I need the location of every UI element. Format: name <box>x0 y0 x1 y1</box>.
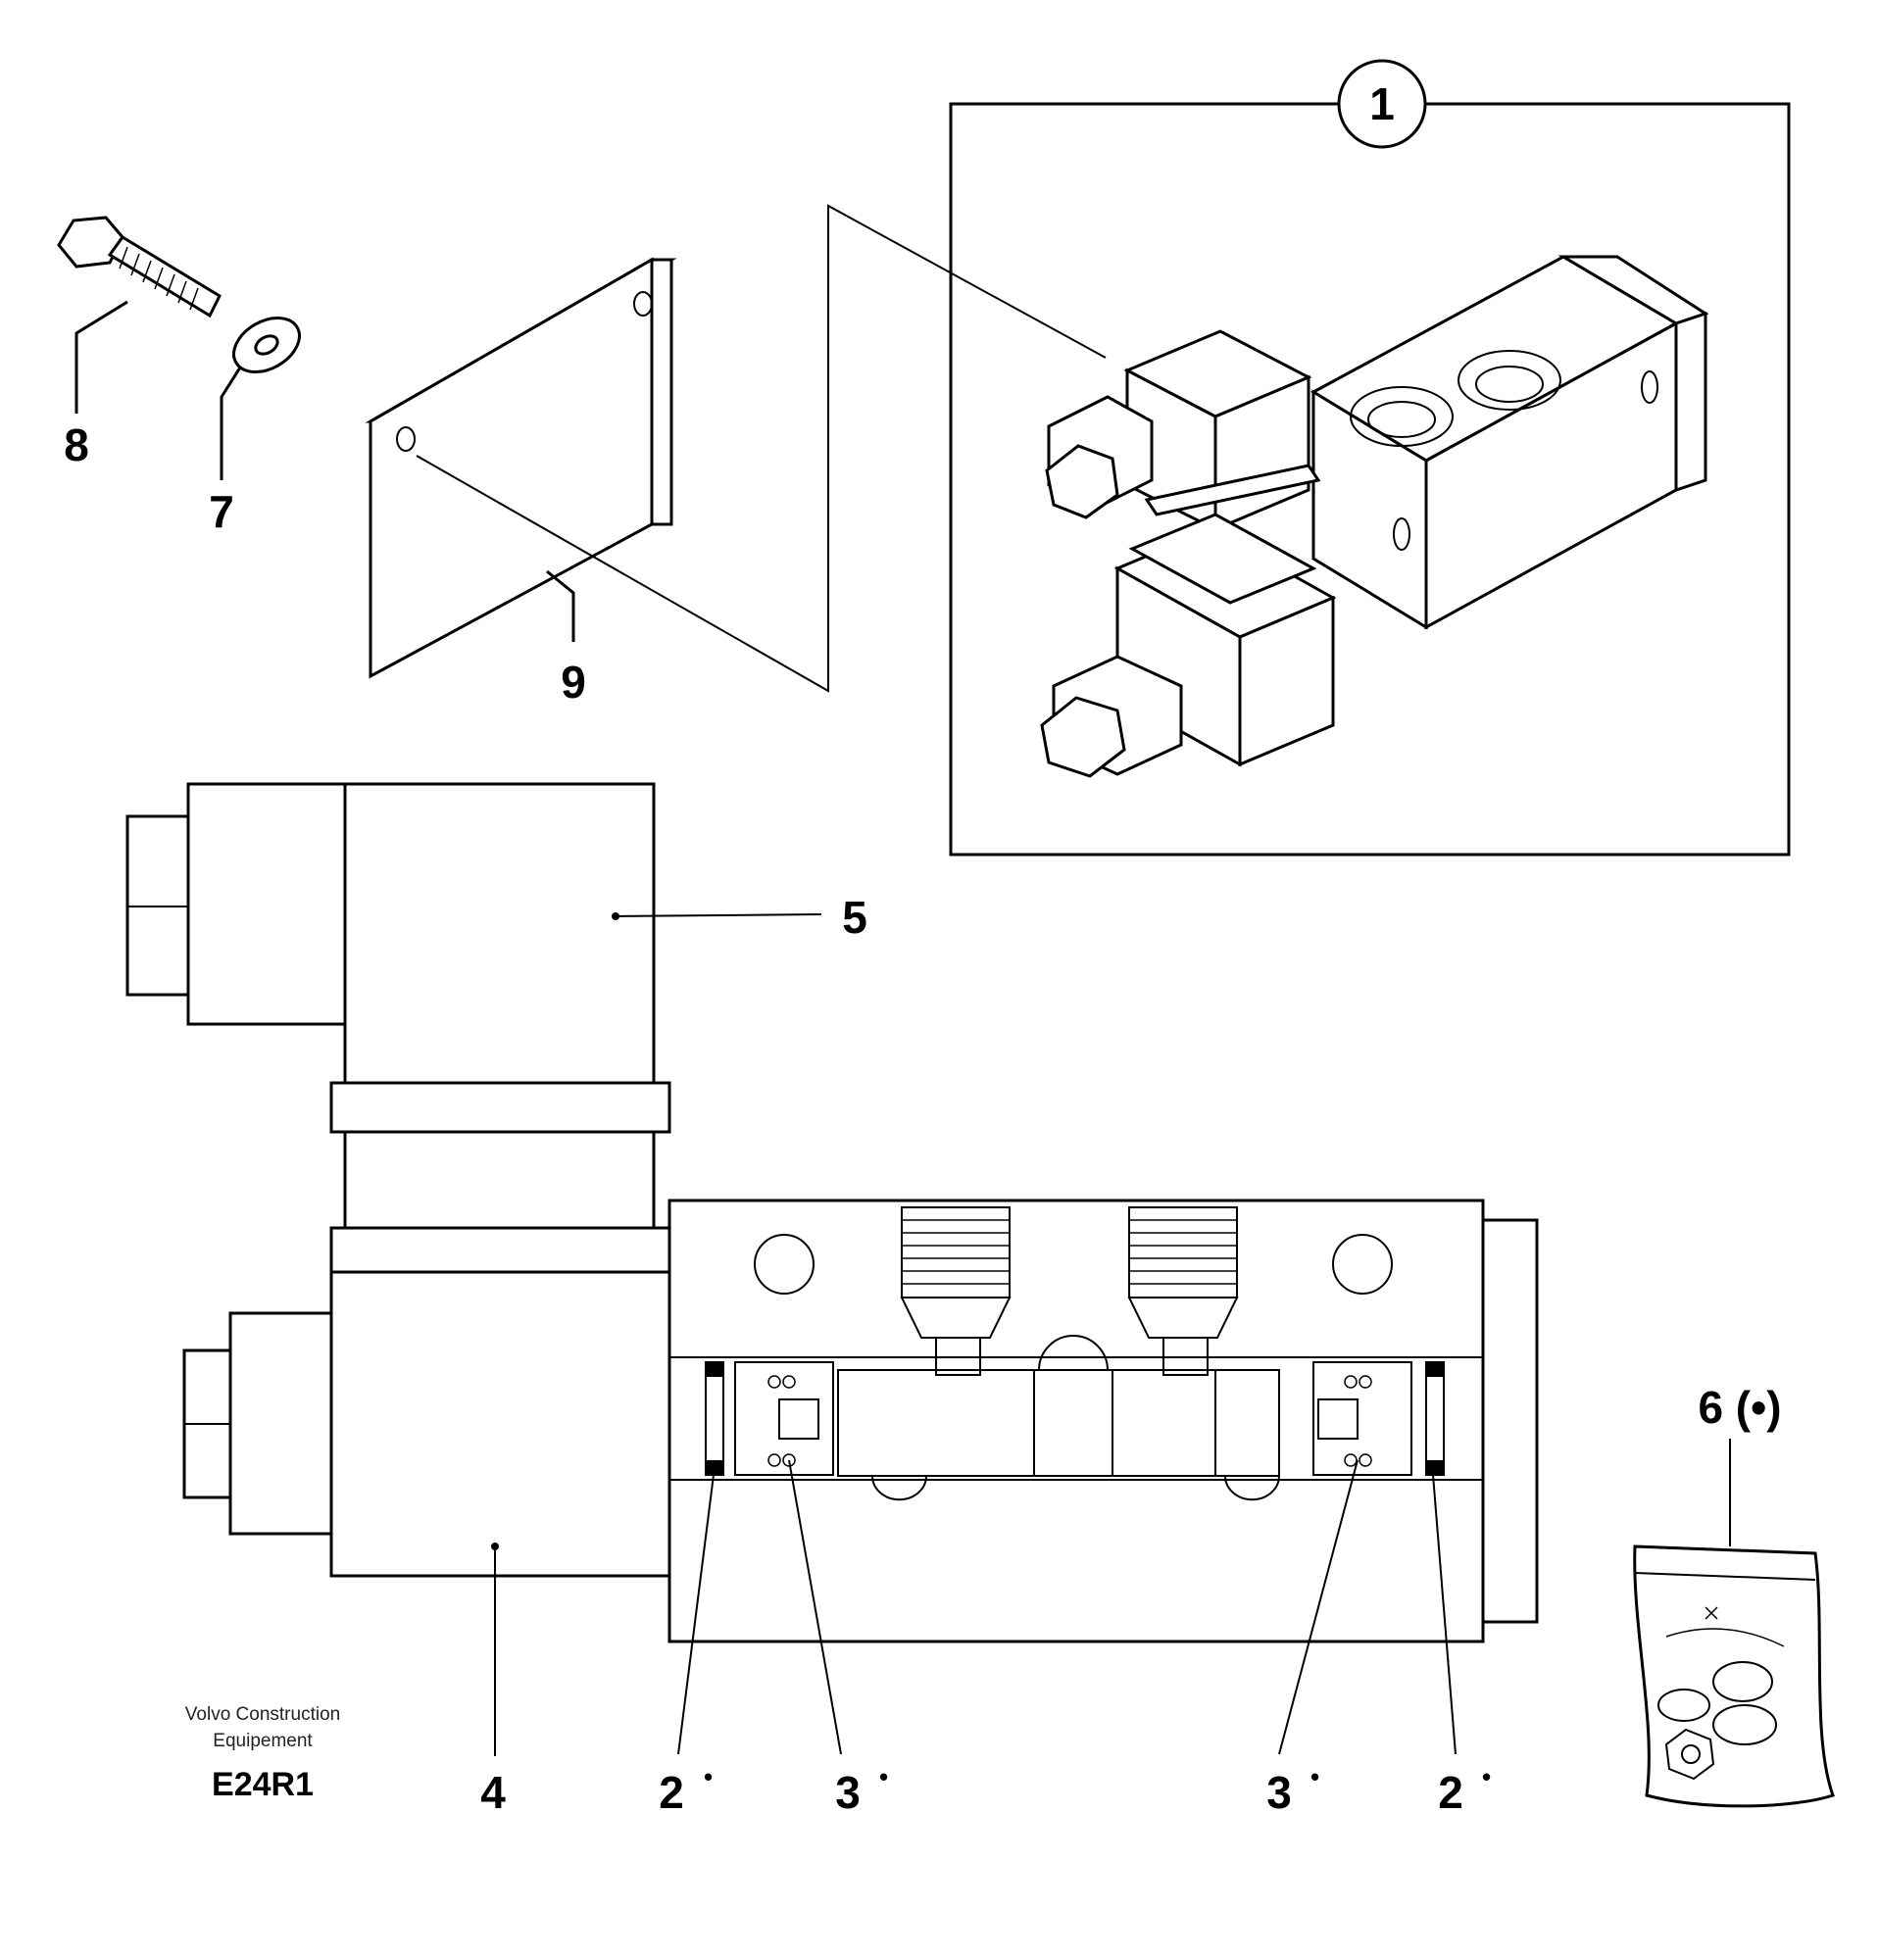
solenoid-valve-assembly <box>1040 255 1709 778</box>
callout-2-right: 2 <box>1438 1767 1463 1818</box>
leader-5 <box>615 913 822 917</box>
credit-line-1: Volvo Construction <box>185 1704 340 1725</box>
callout-5: 5 <box>842 892 867 943</box>
leader-2-right <box>1432 1474 1457 1755</box>
callout-2-right-mark: • <box>1482 1762 1491 1791</box>
drawing-code: E24R1 <box>212 1766 314 1803</box>
cover-plate <box>365 257 677 679</box>
callout-2-left: 2 <box>659 1767 684 1818</box>
leader-7 <box>220 367 242 480</box>
leader-8 <box>74 300 128 414</box>
credit-line-2: Equipement <box>213 1731 313 1751</box>
leader-9 <box>546 569 575 642</box>
leader-3-right <box>1278 1459 1359 1755</box>
explode-line <box>416 204 1107 693</box>
callout-1: 1 <box>1369 78 1395 129</box>
leader-2-left <box>677 1474 715 1755</box>
seal-kit-bag <box>1633 1544 1835 1808</box>
callout-9: 9 <box>561 657 586 708</box>
callout-4: 4 <box>480 1767 506 1818</box>
callout-3-left-mark: • <box>879 1762 888 1791</box>
valve-section-view <box>125 782 1539 1643</box>
bolt-part <box>57 216 222 318</box>
washer-part <box>232 317 301 373</box>
callout-3-right-mark: • <box>1310 1762 1319 1791</box>
callout-3-right: 3 <box>1266 1767 1292 1818</box>
callout-3-left: 3 <box>835 1767 861 1818</box>
callout-1-circle <box>1337 59 1427 149</box>
callout-2-left-mark: • <box>704 1762 713 1791</box>
leader-3-left <box>788 1459 842 1755</box>
callout-6: 6 (•) <box>1698 1382 1781 1433</box>
callout-7: 7 <box>209 486 234 537</box>
callout-8: 8 <box>64 419 89 470</box>
